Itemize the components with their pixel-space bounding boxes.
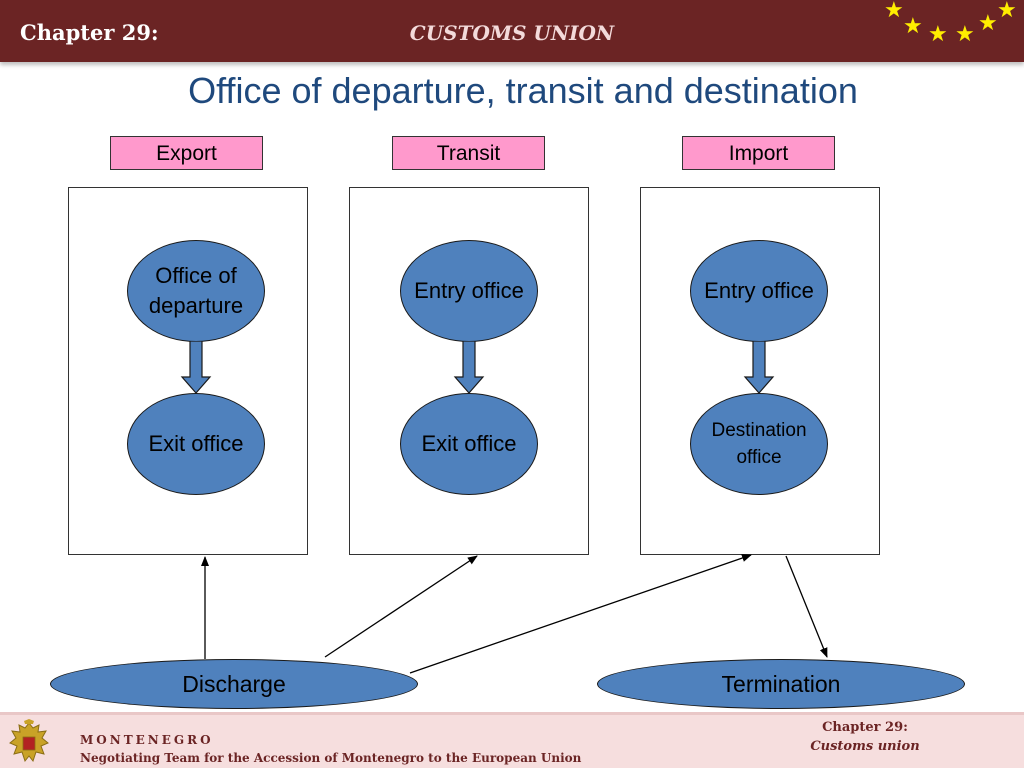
header-title: CUSTOMS UNION	[409, 21, 615, 45]
down-arrow-icon	[453, 341, 485, 394]
footer-bar: MONTENEGRO Negotiating Team for the Acce…	[0, 712, 1024, 768]
tag-transit: Transit	[392, 136, 545, 170]
header-bar: Chapter 29: CUSTOMS UNION ★ ★ ★ ★ ★ ★	[0, 0, 1024, 62]
node-label-line: Entry office	[414, 278, 524, 303]
node-label-line: Entry office	[704, 278, 814, 303]
discharge-to-transit-arrow	[324, 555, 478, 658]
star-icon: ★	[928, 22, 948, 47]
header-chapter: Chapter 29:	[20, 20, 159, 45]
star-icon: ★	[955, 22, 975, 47]
tag-import: Import	[682, 136, 835, 170]
node-label-line: departure	[148, 293, 244, 318]
office-of-departure-node: Office of departure	[127, 240, 265, 342]
node-label-line: Exit office	[148, 431, 244, 456]
footer-chapter: Chapter 29:	[822, 720, 908, 735]
termination-node: Termination	[597, 659, 965, 709]
eu-stars-icon: ★ ★ ★ ★ ★ ★	[870, 0, 1024, 52]
import-to-termination-arrow	[785, 555, 828, 658]
export-exit-office-node: Exit office	[127, 393, 265, 495]
node-label-line: Office of	[155, 263, 237, 288]
discharge-to-import-arrow	[409, 554, 752, 674]
destination-office-node: Destination office	[690, 393, 828, 495]
footer-country: MONTENEGRO	[80, 733, 214, 747]
star-icon: ★	[903, 14, 923, 39]
tag-export: Export	[110, 136, 263, 170]
import-entry-office-node: Entry office	[690, 240, 828, 342]
footer-topic: Customs union	[810, 739, 920, 754]
star-icon: ★	[884, 0, 904, 23]
transit-entry-office-node: Entry office	[400, 240, 538, 342]
transit-exit-office-node: Exit office	[400, 393, 538, 495]
discharge-node: Discharge	[50, 659, 418, 709]
star-icon: ★	[997, 0, 1017, 23]
node-label-line: Destination	[711, 420, 807, 441]
down-arrow-icon	[180, 341, 212, 394]
page-title: Office of departure, transit and destina…	[188, 70, 858, 111]
down-arrow-icon	[743, 341, 775, 394]
node-label-line: office	[736, 447, 782, 468]
star-icon: ★	[978, 11, 998, 36]
node-label-line: Exit office	[421, 431, 517, 456]
montenegro-coat-of-arms-icon	[9, 719, 49, 763]
footer-team: Negotiating Team for the Accession of Mo…	[80, 751, 582, 765]
